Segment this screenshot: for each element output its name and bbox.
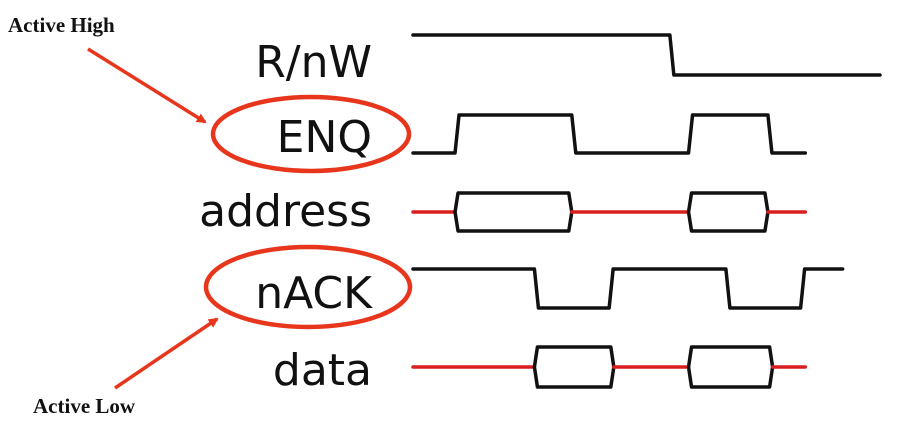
bus-valid-window xyxy=(686,191,770,233)
bus-valid-window xyxy=(686,345,775,389)
signal-label-rnw: R/nW xyxy=(255,37,372,88)
bus-valid-window xyxy=(532,345,616,389)
highlight-circle-nack xyxy=(203,244,413,330)
signal-label-nack: nACK xyxy=(255,268,373,319)
annotation-active-low: Active Low xyxy=(33,394,136,418)
bus-valid-window xyxy=(453,191,574,233)
arrow-active-high xyxy=(87,47,207,124)
waveform-nack xyxy=(411,267,845,310)
waveform-enq xyxy=(411,113,808,155)
signal-label-address: address xyxy=(199,186,372,237)
annotation-active-high: Active High xyxy=(8,13,115,37)
highlight-circle-enq xyxy=(210,94,412,174)
arrow-active-low xyxy=(114,317,219,390)
signal-label-enq: ENQ xyxy=(277,112,372,163)
waveform-rnw xyxy=(411,33,882,77)
signal-label-data: data xyxy=(273,345,372,396)
